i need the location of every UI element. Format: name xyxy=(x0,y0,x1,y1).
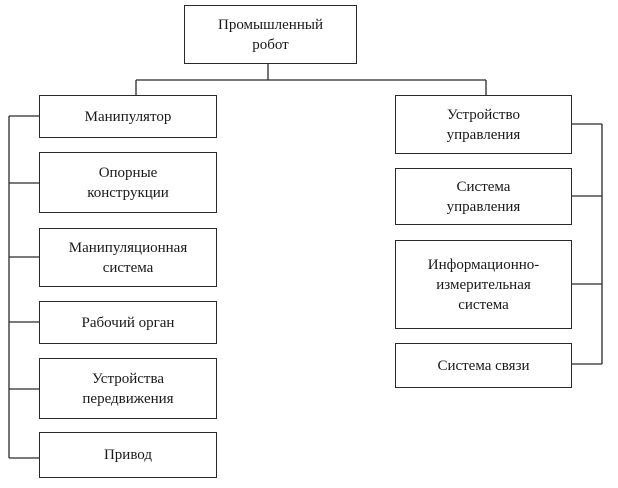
node-communication-system: Система связи xyxy=(395,343,572,388)
node-manipulation-system: Манипуляционная система xyxy=(39,228,217,287)
node-information-measuring-system: Информационно- измерительная система xyxy=(395,240,572,329)
node-drive: Привод xyxy=(39,432,217,478)
node-movement-devices: Устройства передвижения xyxy=(39,358,217,419)
node-support-structures: Опорные конструкции xyxy=(39,152,217,213)
node-industrial-robot: Промышленный робот xyxy=(184,5,357,64)
node-control-system: Система управления xyxy=(395,168,572,225)
node-working-body: Рабочий орган xyxy=(39,301,217,344)
node-manipulator: Манипулятор xyxy=(39,95,217,138)
node-control-device: Устройство управления xyxy=(395,95,572,154)
